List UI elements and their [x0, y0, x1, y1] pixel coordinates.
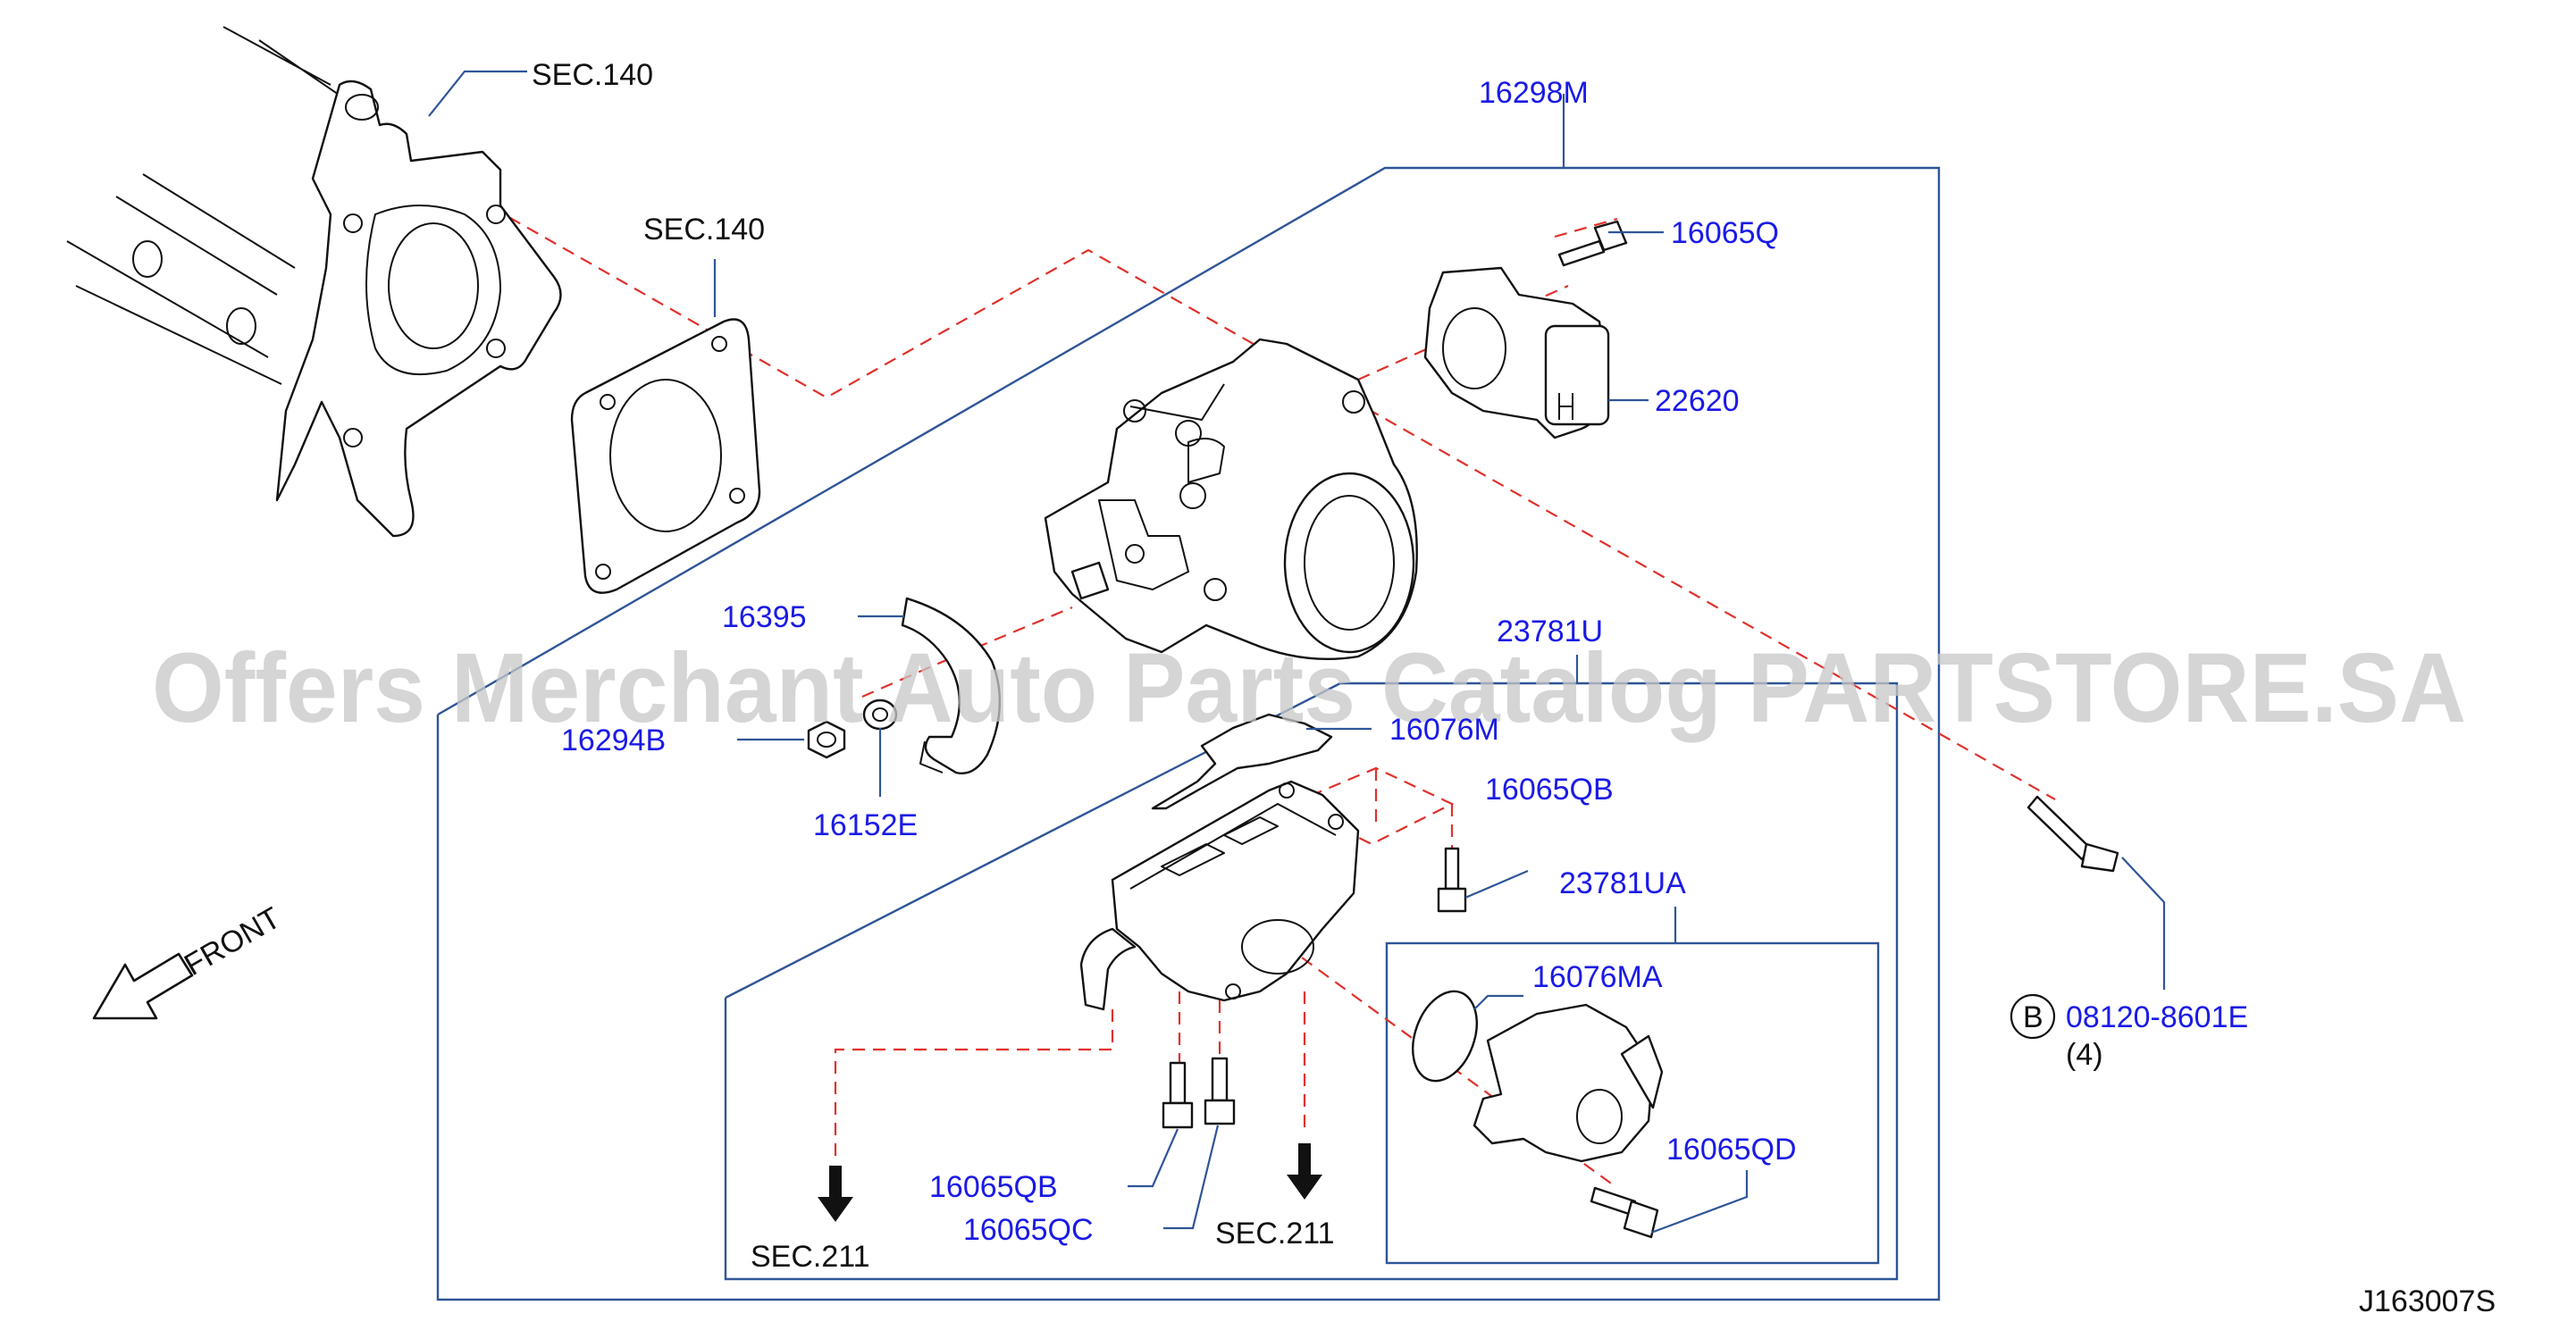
front-label: FRONT — [179, 900, 286, 982]
label-sec140-mid: SEC.140 — [643, 213, 765, 247]
label-sec140-top: SEC.140 — [532, 58, 653, 92]
label-23781UA[interactable]: 23781UA — [1559, 866, 1686, 900]
washer-16152E — [862, 698, 898, 731]
iac-valve-gasket-16076MA — [1412, 990, 1478, 1083]
throttle-body-gasket — [570, 318, 761, 594]
label-16298M[interactable]: 16298M — [1479, 76, 1589, 110]
arrow-sec211-right — [1287, 1143, 1322, 1200]
label-16065QB-right[interactable]: 16065QB — [1485, 773, 1614, 807]
iac-valve-body — [1079, 780, 1360, 1011]
label-16076M[interactable]: 16076M — [1389, 713, 1499, 747]
ref-quantity: (4) — [2066, 1038, 2103, 1072]
label-23781U[interactable]: 23781U — [1497, 615, 1603, 648]
arrow-sec211-left — [818, 1166, 853, 1222]
throttle-position-sensor — [1423, 266, 1610, 439]
screw-16065QD — [1590, 1186, 1659, 1239]
leader-lines — [428, 70, 2166, 1234]
label-16065QC[interactable]: 16065QC — [963, 1213, 1094, 1247]
diagram-code: J163007S — [2359, 1284, 2496, 1318]
label-16065QD[interactable]: 16065QD — [1666, 1133, 1797, 1167]
assembly-frame-23781UA — [1385, 941, 1880, 1265]
label-16395[interactable]: 16395 — [722, 600, 807, 634]
screw-16065QC — [1204, 1057, 1236, 1125]
intake-manifold — [66, 26, 562, 538]
screw-16065QB-right — [1437, 847, 1467, 913]
label-sec211-left: SEC.211 — [751, 1240, 870, 1274]
label-16065Q[interactable]: 16065Q — [1671, 216, 1779, 250]
label-16152E[interactable]: 16152E — [813, 808, 918, 842]
iac-valve — [1473, 1003, 1664, 1163]
bracket-16395 — [901, 597, 1002, 774]
front-direction-arrow: FRONT — [92, 900, 286, 1020]
throttle-body — [1044, 338, 1418, 661]
assembly-frame-16298M — [436, 166, 1941, 1301]
label-16065QB-bottom[interactable]: 16065QB — [929, 1170, 1058, 1204]
watermark-text: Offers Merchant Auto Parts Catalog PARTS… — [152, 633, 2466, 743]
gasket-16076M — [1151, 713, 1333, 810]
label-sec211-right: SEC.211 — [1215, 1217, 1335, 1251]
ref-marker-b: B — [2010, 993, 2056, 1040]
screw-16065QB-bottom — [1162, 1061, 1194, 1129]
label-16294B[interactable]: 16294B — [561, 724, 666, 757]
label-16076MA[interactable]: 16076MA — [1532, 960, 1663, 994]
label-22620[interactable]: 22620 — [1655, 384, 1740, 418]
label-08120-8601E[interactable]: 08120-8601E — [2066, 1000, 2248, 1034]
bolt-08120-8601E — [2026, 795, 2119, 873]
ref-marker-letter: B — [2023, 1000, 2043, 1034]
labels: SEC.140 SEC.140 16298M 16065Q 22620 1639… — [532, 58, 2496, 1318]
screw-16065Q — [1557, 220, 1628, 267]
nut-16294B — [807, 720, 846, 759]
